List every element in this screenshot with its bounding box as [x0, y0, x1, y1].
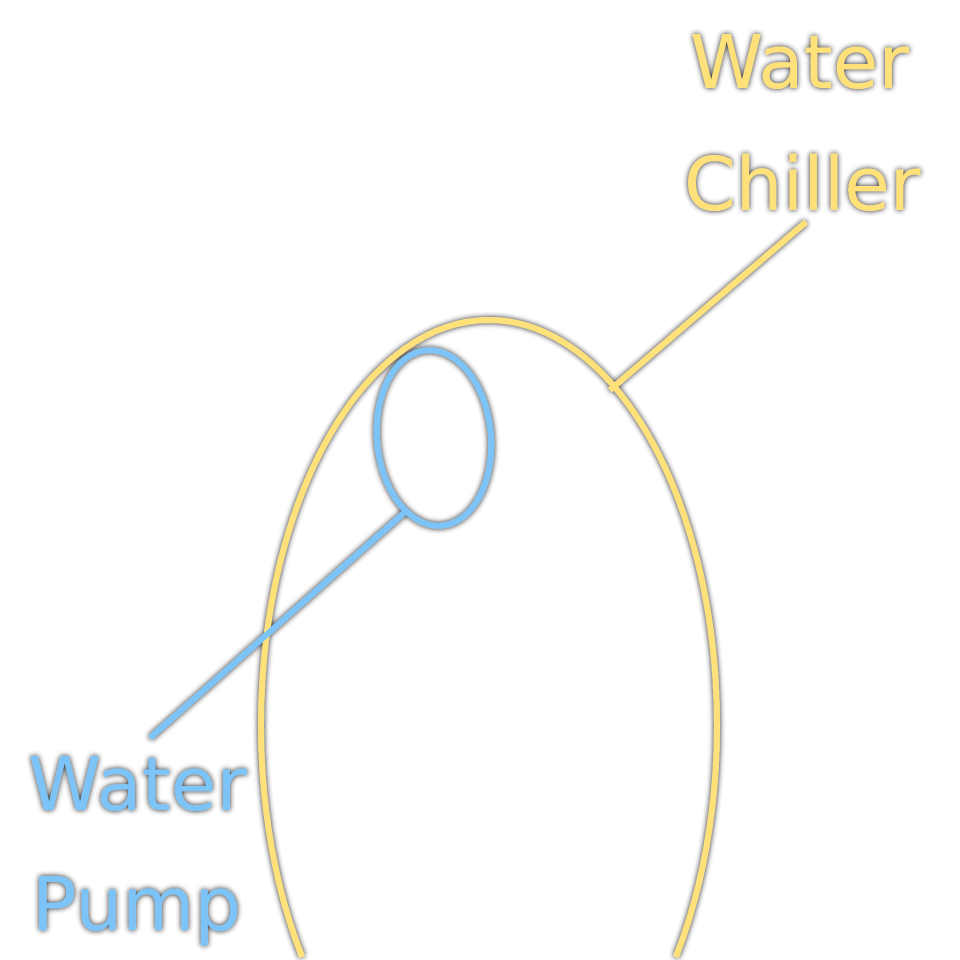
- water-chiller-label-line2: Chiller: [684, 142, 921, 228]
- water-chiller-label-line1: Water: [690, 20, 909, 106]
- water-pump-label-line1: Water: [28, 742, 247, 828]
- water-pump-outline: [373, 347, 495, 529]
- water-pump-label-line2: Pump: [32, 862, 241, 948]
- water-pump-leader-line: [148, 509, 407, 741]
- water-chiller-outline: [258, 317, 720, 959]
- water-chiller-leader-line: [608, 219, 808, 393]
